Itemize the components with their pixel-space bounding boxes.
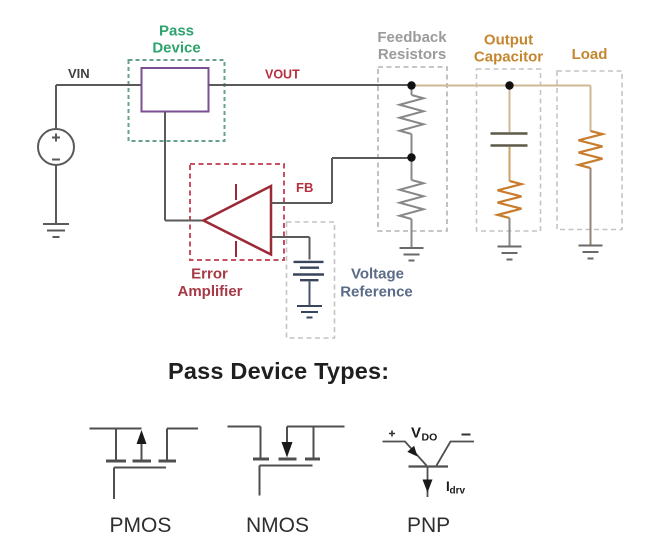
svg-text:I: I bbox=[446, 479, 450, 494]
svg-text:Voltage: Voltage bbox=[351, 266, 404, 283]
svg-text:PMOS: PMOS bbox=[110, 514, 172, 537]
svg-text:Output: Output bbox=[484, 32, 533, 49]
svg-text:VIN: VIN bbox=[68, 66, 90, 81]
svg-text:Load: Load bbox=[572, 46, 608, 63]
svg-text:Amplifier: Amplifier bbox=[177, 283, 242, 300]
svg-text:PNP: PNP bbox=[407, 514, 450, 537]
svg-text:Feedback: Feedback bbox=[377, 29, 447, 46]
svg-text:FB: FB bbox=[296, 180, 313, 195]
svg-text:Pass Device Types:: Pass Device Types: bbox=[168, 358, 389, 384]
svg-text:Pass: Pass bbox=[159, 23, 194, 40]
svg-text:V: V bbox=[411, 425, 421, 442]
svg-text:NMOS: NMOS bbox=[246, 514, 309, 537]
svg-text:Error: Error bbox=[191, 266, 228, 283]
svg-text:Resistors: Resistors bbox=[378, 46, 446, 63]
svg-text:Reference: Reference bbox=[340, 284, 413, 301]
svg-text:DO: DO bbox=[422, 432, 438, 444]
svg-text:Capacitor: Capacitor bbox=[474, 49, 543, 66]
svg-text:Device: Device bbox=[152, 40, 200, 57]
svg-text:drv: drv bbox=[450, 486, 466, 497]
svg-text:VOUT: VOUT bbox=[265, 68, 300, 82]
